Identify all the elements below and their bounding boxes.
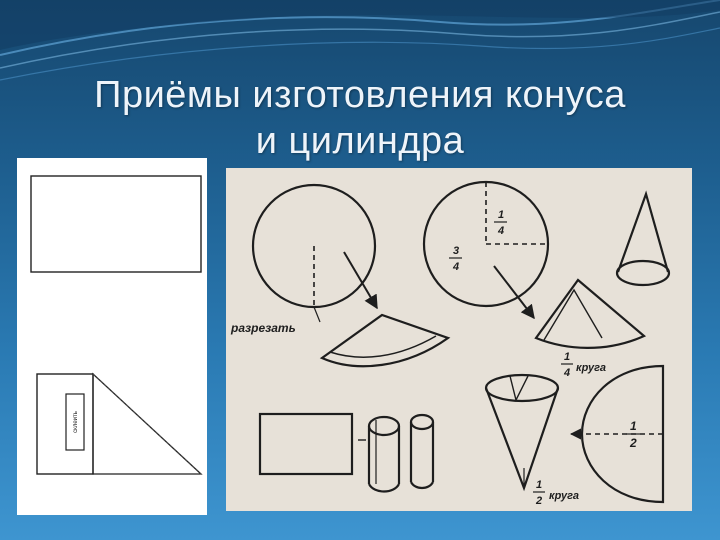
quarter-numerator: 1 [498, 209, 504, 221]
half-circle-denominator: 2 [535, 495, 542, 507]
open-cone-seam [509, 375, 529, 403]
cylinder-narrow-top [409, 413, 435, 431]
half-numerator: 1 [630, 419, 637, 433]
three-quarter-numerator: 3 [453, 245, 459, 257]
rolled-sector-inner [329, 335, 437, 358]
cone-cylinder-diagram-panel: разрезать 1 4 3 4 1 4 круга 1 2 1 2 круг… [226, 168, 692, 511]
left-template-drawing: склеить [30, 175, 203, 475]
quarter-circle-numerator: 1 [564, 351, 570, 363]
three-quarter-cone-sector [534, 278, 647, 349]
cylinder-wide-top [367, 415, 401, 437]
half-circle [580, 364, 665, 504]
finished-cone-base [615, 259, 671, 287]
cylinder-net-rectangle [258, 412, 354, 476]
half-denominator: 2 [629, 436, 637, 450]
half-circle-label: круга [549, 490, 579, 502]
cylinder-narrow-sides [409, 422, 435, 482]
open-cone-sides [484, 387, 560, 492]
title-line-1: Приёмы изготовления конуса [94, 74, 626, 116]
cylinder-wide-bottom [368, 483, 400, 493]
slide-title: Приёмы изготовления конуса и цилиндра [0, 72, 720, 164]
decorative-waves [0, 0, 720, 81]
cylinder-wide-sides [367, 426, 401, 484]
fold-line [92, 373, 202, 475]
title-line-2: и цилиндра [255, 120, 465, 162]
arrow-to-cone-sector [343, 251, 378, 310]
arrow-to-three-quarter-cone [493, 265, 535, 320]
quarter-circle-label: круга [576, 362, 606, 374]
cylinder-narrow-bottom [410, 481, 434, 490]
three-quarter-denominator: 4 [452, 261, 459, 273]
left-template-panel: склеить [17, 158, 207, 515]
cone-cylinder-diagram: разрезать 1 4 3 4 1 4 круга 1 2 1 2 круг… [230, 180, 671, 507]
cut-pointer [313, 306, 321, 323]
three-quarter-cone-fold [543, 288, 603, 341]
quarter-circle-denominator: 4 [563, 367, 570, 379]
glue-tab [65, 393, 85, 451]
quarter-denominator: 4 [497, 225, 504, 237]
rolled-sector [319, 313, 451, 368]
cut-label: разрезать [230, 321, 296, 335]
rectangle-template [30, 175, 202, 273]
finished-cone-sides [616, 190, 670, 273]
glue-tab-label: склеить [73, 411, 79, 433]
half-circle-numerator: 1 [536, 479, 542, 491]
triangle-template [92, 372, 203, 475]
